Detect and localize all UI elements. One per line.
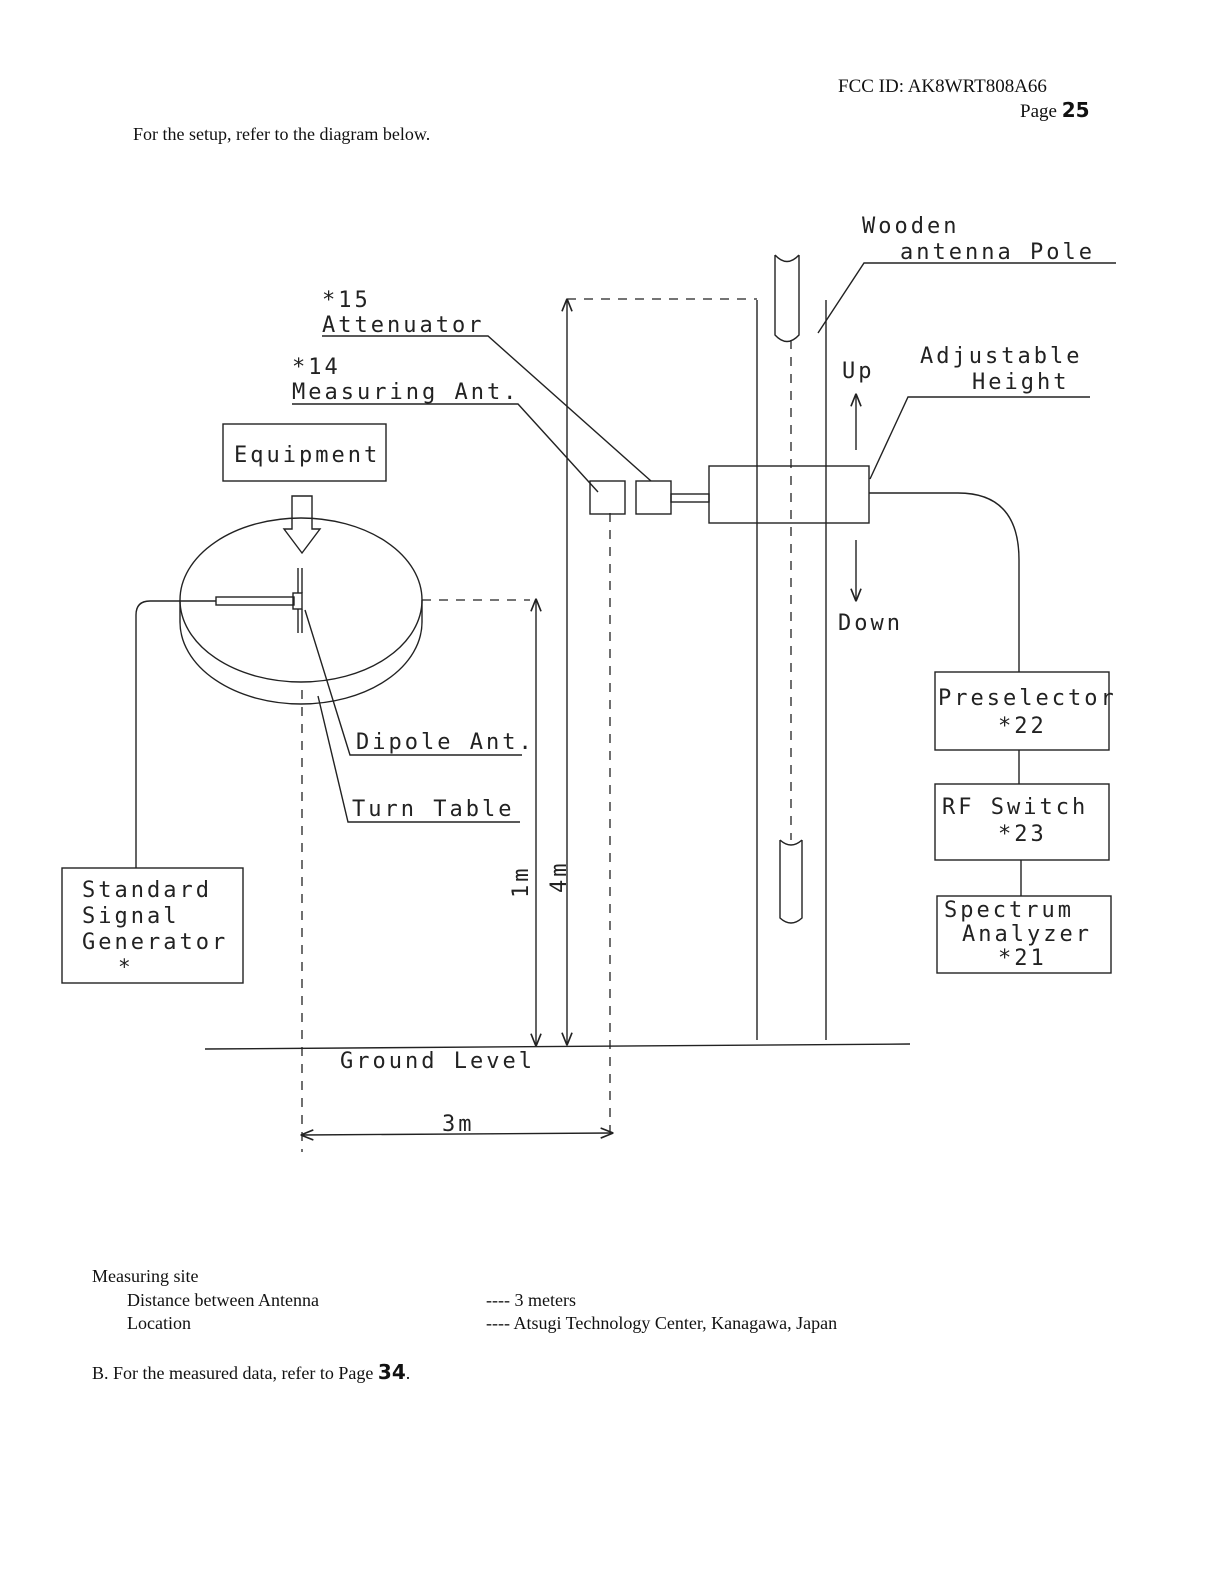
generator-label-line2: Signal <box>82 904 179 929</box>
dipole-antenna <box>215 568 303 633</box>
antenna-boom <box>670 493 710 503</box>
down-label: Down <box>838 611 903 636</box>
generator-label-line3: Generator <box>82 930 228 955</box>
turn-table-leader <box>317 695 520 823</box>
ground-level-label: Ground Level <box>340 1049 535 1074</box>
page-label: Page <box>1020 101 1057 122</box>
analyzer-label-line2: Analyzer <box>962 922 1092 947</box>
intro-text: For the setup, refer to the diagram belo… <box>133 124 431 144</box>
rf-switch-box <box>934 783 1110 861</box>
generator-cable <box>135 600 216 868</box>
site-distance-value: ---- 3 meters <box>486 1290 576 1310</box>
site-location-label: Location <box>127 1313 191 1333</box>
generator-box <box>61 867 244 984</box>
fcc-id: FCC ID: AK8WRT808A66 <box>838 76 1047 97</box>
dipole-leader <box>304 609 522 756</box>
page-number: 25 <box>1061 98 1090 122</box>
turn-table <box>179 517 423 705</box>
adjustable-mount <box>708 465 870 524</box>
rf-switch-label: RF Switch <box>942 795 1088 820</box>
measured-data-period: . <box>405 1363 411 1383</box>
generator-label-line1: Standard <box>82 878 212 903</box>
rf-switch-ref: *23 <box>998 822 1047 847</box>
attenuator-label: Attenuator <box>322 313 484 338</box>
adjustable-leader <box>869 396 1090 480</box>
pole-label-line1: Wooden <box>862 214 959 239</box>
turn-table-label: Turn Table <box>352 797 514 822</box>
attenuator-leader <box>322 335 652 482</box>
site-location-value: ---- Atsugi Technology Center, Kanagawa,… <box>486 1313 838 1333</box>
analyzer-label-line1: Spectrum <box>944 898 1074 923</box>
measuring-antenna-box <box>589 480 626 515</box>
analyzer-ref: *21 <box>998 946 1047 971</box>
analyzer-box <box>936 895 1112 974</box>
adjustable-label-line1: Adjustable <box>920 344 1082 369</box>
measured-data-page: 34 <box>377 1360 406 1384</box>
up-label: Up <box>842 359 875 384</box>
height-4m-label: 4m <box>547 861 572 894</box>
height-1m-label: 1m <box>509 866 534 899</box>
preselector-label: Preselector <box>938 686 1117 711</box>
preselector-box <box>934 671 1110 751</box>
pole-label-line2: antenna Pole <box>900 240 1095 265</box>
receiver-cable <box>869 492 1020 672</box>
site-distance-label: Distance between Antenna <box>127 1290 319 1310</box>
dipole-label: Dipole Ant. <box>356 730 535 755</box>
measured-data-note: B. For the measured data, refer to Page … <box>92 1360 410 1384</box>
equipment-box <box>222 423 387 482</box>
adjustable-label-line2: Height <box>972 370 1069 395</box>
equipment-down-arrow <box>282 495 322 555</box>
ground-line <box>204 1043 911 1050</box>
page-number-line: Page 25 <box>1020 98 1090 123</box>
distance-arrow <box>302 1133 612 1135</box>
wooden-antenna-pole <box>756 254 827 1040</box>
pole-leader <box>817 262 1116 334</box>
measuring-ant-leader <box>292 403 599 493</box>
preselector-ref: *22 <box>998 714 1047 739</box>
measuring-ant-label: Measuring Ant. <box>292 380 519 405</box>
attenuator-ref: *15 <box>322 288 371 313</box>
generator-ref: * <box>118 955 134 979</box>
measured-data-text: B. For the measured data, refer to Page <box>92 1363 374 1383</box>
attenuator-box <box>635 480 672 515</box>
site-heading: Measuring site <box>92 1266 199 1286</box>
distance-label: 3m <box>442 1112 475 1137</box>
measuring-ant-ref: *14 <box>292 355 341 380</box>
equipment-label: Equipment <box>234 443 380 468</box>
